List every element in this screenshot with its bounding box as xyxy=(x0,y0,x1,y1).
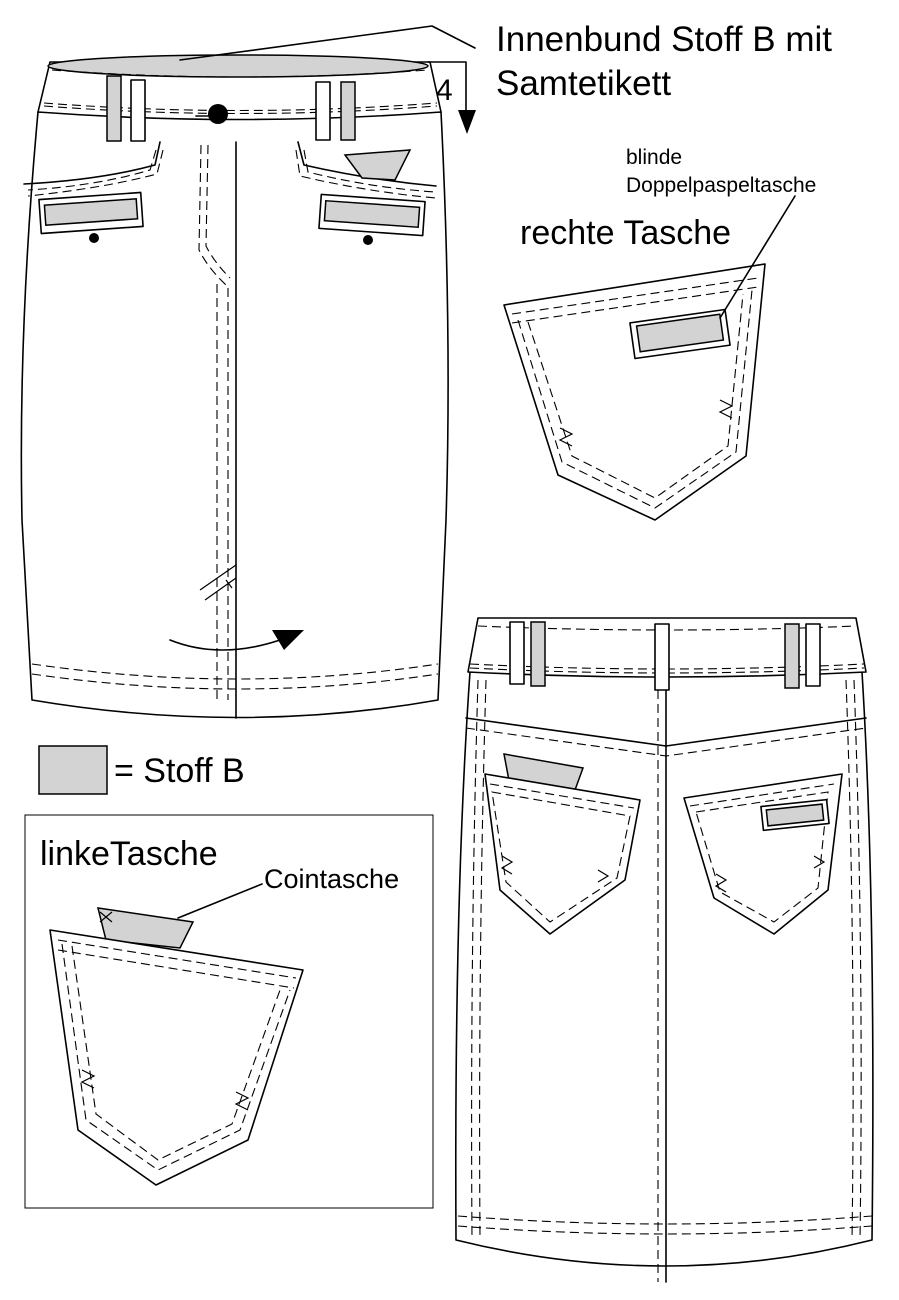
blind-pocket-label-2: Doppelpaspeltasche xyxy=(626,174,817,197)
skirt-back-view xyxy=(454,617,874,1283)
left-pocket-title: linkeTasche xyxy=(40,835,218,873)
belt-loop-front-right xyxy=(340,81,356,141)
right-pocket-title: rechte Tasche xyxy=(520,214,732,252)
legend-text: = Stoff B xyxy=(114,752,245,790)
step-arrow xyxy=(427,61,476,134)
waistband-button xyxy=(208,104,228,124)
velvet-label-text: Samtetikett xyxy=(496,64,672,103)
belt-loop-front-left xyxy=(106,75,122,142)
coin-pocket-label: Cointasche xyxy=(264,864,400,894)
skirt-front-view xyxy=(20,54,449,719)
left-pocket-box xyxy=(24,814,434,1209)
inner-waistband-label: Innenbund Stoff B mit xyxy=(496,20,832,59)
step-number: 4 xyxy=(436,74,453,107)
left-pocket-detail xyxy=(49,883,304,1186)
legend-swatch xyxy=(38,745,108,795)
inner-waistband-fabric-b xyxy=(47,54,429,78)
blind-pocket-label-1: blinde xyxy=(626,146,683,169)
right-pocket-detail xyxy=(503,195,796,521)
